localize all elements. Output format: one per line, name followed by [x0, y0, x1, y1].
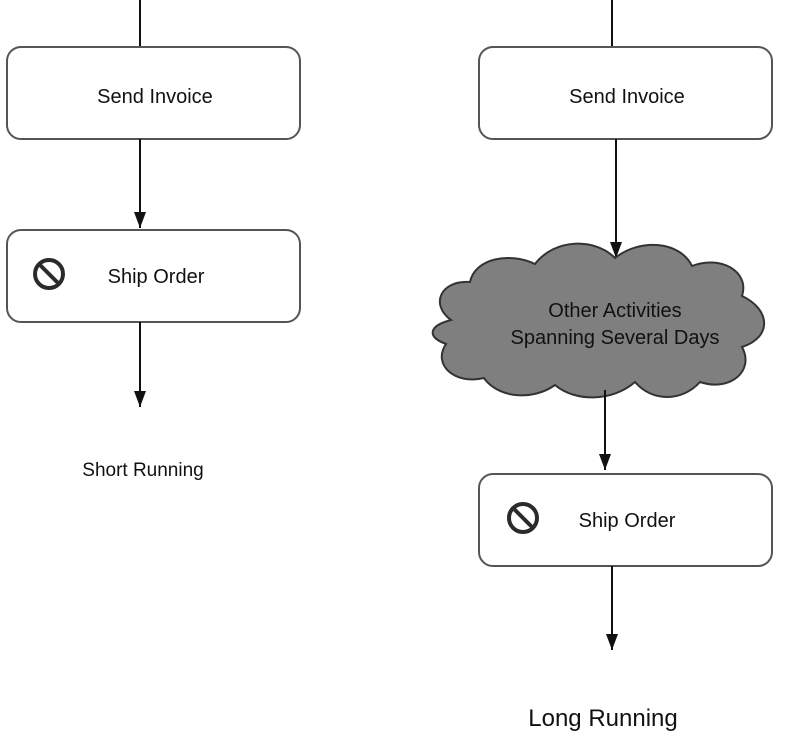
right-send-invoice-box[interactable]: [478, 46, 773, 140]
right-ship-order-box[interactable]: [478, 473, 773, 567]
left-caption: Short Running: [82, 460, 203, 481]
right-prohibition-icon: [507, 502, 539, 534]
left-ship-order-label: Ship Order: [108, 266, 205, 288]
left-flow: Send Invoice Ship Order Short Running: [6, 0, 301, 481]
right-ship-order-label: Ship Order: [579, 510, 676, 532]
cloud-label-line-1: Other Activities: [548, 300, 681, 322]
left-ship-order-box[interactable]: [6, 229, 301, 323]
right-exit-arrowhead: [606, 634, 618, 650]
left-send-invoice-box[interactable]: [6, 46, 301, 140]
left-arrowhead-to-ship: [134, 212, 146, 228]
activities-cloud[interactable]: [431, 242, 766, 399]
right-send-invoice-label: Send Invoice: [569, 86, 685, 108]
left-send-invoice-label: Send Invoice: [97, 86, 213, 108]
right-caption: Long Running: [528, 705, 677, 732]
right-arrowhead-to-cloud: [610, 242, 622, 258]
left-prohibition-icon: [33, 258, 65, 290]
left-exit-arrowhead: [134, 391, 146, 407]
right-flow: Send Invoice Other Activities Spanning S…: [431, 0, 773, 732]
cloud-label-line-2: Spanning Several Days: [510, 327, 719, 349]
right-arrowhead-to-ship: [599, 454, 611, 470]
